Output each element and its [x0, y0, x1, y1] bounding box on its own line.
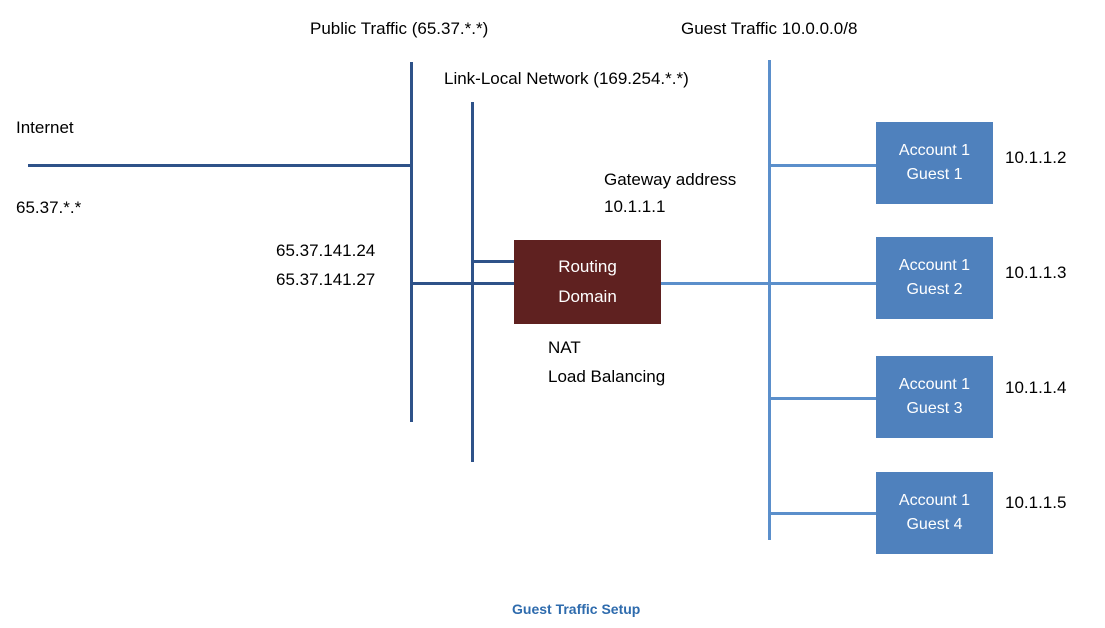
guest-3-name-label: Guest 3: [906, 400, 963, 417]
guest-3-branch-line: [768, 397, 879, 400]
internet-connection-line: [28, 164, 413, 167]
router-to-guest-network-line: [661, 282, 879, 285]
guest-4-branch-line: [768, 512, 879, 515]
guest-4-ip-label: 10.1.1.5: [1005, 493, 1067, 512]
link-local-to-router-line: [471, 260, 517, 263]
public-ip-address-1-label: 65.37.141.24: [276, 241, 376, 260]
guest-3-ip-label: 10.1.1.4: [1005, 378, 1067, 397]
link-local-network-label: Link-Local Network (169.254.*.*): [444, 69, 689, 88]
internet-ip-range-label: 65.37.*.*: [16, 198, 82, 217]
guest-3-account-label: Account 1: [898, 376, 971, 393]
guest-2-account-label: Account 1: [898, 257, 971, 274]
guest-node-4[interactable]: Account 1 Guest 4: [876, 472, 993, 554]
guest-4-account-label: Account 1: [898, 492, 971, 509]
public-traffic-label: Public Traffic (65.37.*.*): [310, 19, 489, 38]
internet-label: Internet: [16, 118, 74, 137]
public-traffic-to-router-line: [410, 282, 517, 285]
guest-4-name-label: Guest 4: [906, 516, 963, 533]
guest-1-name-label: Guest 1: [906, 166, 963, 183]
routing-domain-node[interactable]: Routing Domain: [514, 240, 661, 324]
guest-node-1[interactable]: Account 1 Guest 1: [876, 122, 993, 204]
gateway-address-title-label: Gateway address: [604, 170, 737, 189]
guest-node-3[interactable]: Account 1 Guest 3: [876, 356, 993, 438]
guest-1-account-label: Account 1: [898, 142, 971, 159]
guest-2-ip-label: 10.1.1.3: [1005, 263, 1067, 282]
public-traffic-trunk-line: [410, 62, 413, 422]
diagram-caption: Guest Traffic Setup: [512, 601, 641, 617]
guest-1-ip-label: 10.1.1.2: [1005, 148, 1067, 167]
routing-domain-line-2: Domain: [558, 287, 617, 306]
guest-1-branch-line: [768, 164, 879, 167]
public-ip-address-2-label: 65.37.141.27: [276, 270, 376, 289]
load-balancing-label: Load Balancing: [548, 367, 666, 386]
routing-domain-line-1: Routing: [558, 257, 617, 276]
guest-node-2[interactable]: Account 1 Guest 2: [876, 237, 993, 319]
gateway-address-ip-label: 10.1.1.1: [604, 197, 666, 216]
nat-label: NAT: [548, 338, 581, 357]
guest-traffic-trunk-line: [768, 60, 771, 540]
guest-traffic-label: Guest Traffic 10.0.0.0/8: [681, 19, 858, 38]
guest-2-name-label: Guest 2: [906, 281, 963, 298]
